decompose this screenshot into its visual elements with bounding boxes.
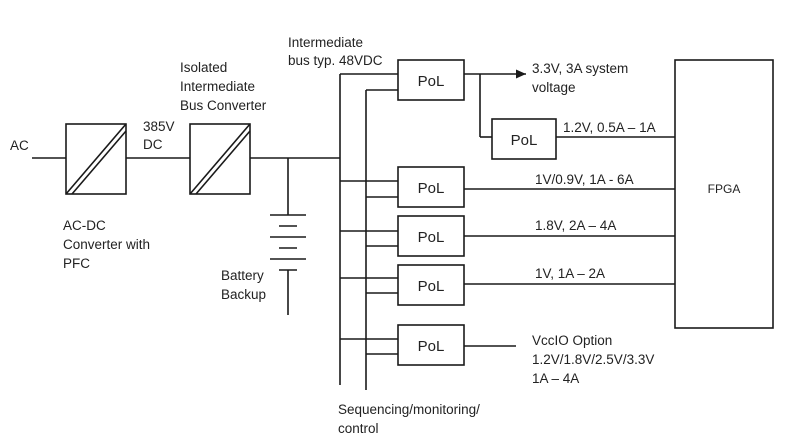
- rail-1v-0v9-label: 1V/0.9V, 1A - 6A: [535, 172, 634, 187]
- sequencing-label-line2: control: [338, 421, 379, 436]
- pol-module-2: PoL: [491, 118, 557, 160]
- acdc-label-line2: Converter with: [63, 237, 150, 252]
- bus-converter-block: [189, 123, 251, 195]
- battery-label-line1: Battery: [221, 268, 264, 283]
- pol-module-4: PoL: [397, 215, 465, 257]
- pol-module-2-label: PoL: [511, 132, 538, 149]
- rail-1v2-label: 1.2V, 0.5A – 1A: [563, 120, 656, 135]
- bus-label-line2: bus typ. 48VDC: [288, 53, 383, 68]
- acdc-label-line3: PFC: [63, 256, 90, 271]
- pol-module-4-label: PoL: [418, 229, 445, 246]
- bus-label-line1: Intermediate: [288, 35, 363, 50]
- pol-module-3-label: PoL: [418, 180, 445, 197]
- system-voltage-label-line1: 3.3V, 3A system: [532, 61, 628, 76]
- fpga-block: FPGA: [674, 59, 774, 329]
- sequencing-label-line1: Sequencing/monitoring/: [338, 402, 480, 417]
- rail-1v-label: 1V, 1A – 2A: [535, 266, 605, 281]
- dc-385-label-line2: DC: [143, 137, 163, 152]
- bus-converter-label-line1: Isolated: [180, 60, 227, 75]
- vccio-label-line1: VccIO Option: [532, 333, 612, 348]
- pol-module-5: PoL: [397, 264, 465, 306]
- pol-module-6: PoL: [397, 324, 465, 366]
- bus-converter-label-line2: Intermediate: [180, 79, 255, 94]
- vccio-label-line2: 1.2V/1.8V/2.5V/3.3V: [532, 352, 654, 367]
- battery-label-line2: Backup: [221, 287, 266, 302]
- dc-385-label-line1: 385V: [143, 119, 175, 134]
- pol-module-3: PoL: [397, 166, 465, 208]
- pol-module-5-label: PoL: [418, 278, 445, 295]
- rail-1v8-label: 1.8V, 2A – 4A: [535, 218, 616, 233]
- vccio-label-line3: 1A – 4A: [532, 371, 579, 386]
- acdc-label-line1: AC-DC: [63, 218, 106, 233]
- ac-label: AC: [10, 138, 29, 153]
- pol-module-1: PoL: [397, 59, 465, 101]
- pol-module-1-label: PoL: [418, 73, 445, 90]
- acdc-converter-block: [65, 123, 127, 195]
- pol-module-6-label: PoL: [418, 338, 445, 355]
- fpga-label: FPGA: [708, 182, 741, 196]
- system-voltage-label-line2: voltage: [532, 80, 576, 95]
- bus-converter-label-line3: Bus Converter: [180, 98, 267, 113]
- battery-symbol: [270, 158, 306, 315]
